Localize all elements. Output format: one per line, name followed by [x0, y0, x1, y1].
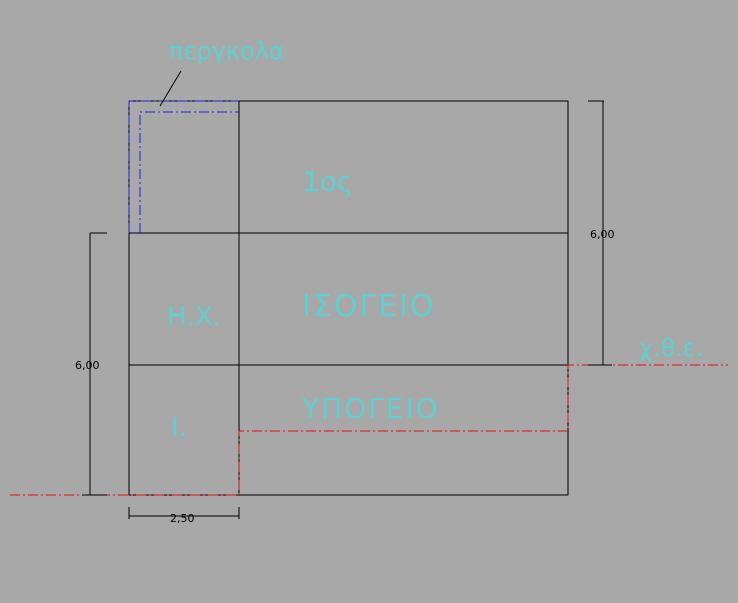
dimension-left	[82, 232, 107, 496]
pergola-leader	[159, 70, 182, 107]
ground-line	[10, 364, 728, 496]
right-height-dimension: 6,00	[590, 228, 615, 241]
pergola-label: περγκολα	[169, 37, 285, 65]
left-height-dimension: 6,00	[75, 359, 100, 372]
first-floor-label: 1ος	[302, 165, 353, 198]
dimension-right	[588, 100, 612, 366]
outer-frame	[128, 100, 569, 496]
room-l-label: Ι.	[171, 413, 187, 443]
bottom-width-dimension: 2,50	[170, 512, 195, 525]
dimension-bottom	[128, 507, 240, 519]
ground-level-label: χ.θ.ε.	[639, 334, 703, 362]
pergola-outline	[128, 100, 239, 233]
building-outline	[128, 100, 569, 496]
ground-floor-label: ΙΣΟΓΕΙΟ	[302, 289, 436, 324]
room-hx-label: Η.Χ.	[167, 302, 221, 332]
basement-label: ΥΠΟΓΕΙΟ	[301, 392, 440, 425]
